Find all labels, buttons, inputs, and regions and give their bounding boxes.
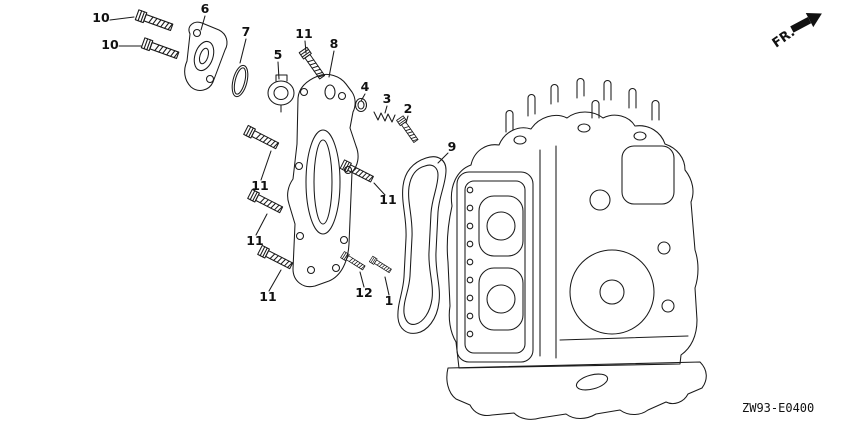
bolt-11-left-2 <box>247 188 284 215</box>
part-number-label: 2 <box>404 101 413 116</box>
part-number-label: 11 <box>251 178 268 193</box>
diagram-code: ZW93-E0400 <box>742 401 814 415</box>
thermostat-cover <box>184 21 228 91</box>
bolt-2 <box>396 115 420 144</box>
part-number-label: 6 <box>201 1 210 16</box>
part-number-labels: 10 10 6 7 5 11 8 432 9 11 11 11 11 12 1 <box>92 1 456 308</box>
part-number-label: 5 <box>274 47 283 62</box>
bolt-12 <box>340 251 367 272</box>
spring <box>373 111 396 123</box>
water-passage-cover <box>287 73 359 288</box>
bolt-11-left-3 <box>257 244 294 271</box>
part-number-label: 4 <box>361 79 370 94</box>
fr-direction-marker: FR. <box>770 13 822 51</box>
bolt-11-left-1 <box>243 124 280 151</box>
leader-lines <box>109 15 449 296</box>
engine-block <box>446 77 707 420</box>
seal-washer <box>354 97 368 113</box>
part-number-label: 9 <box>448 139 457 154</box>
flange-bolt-10-upper <box>134 9 175 33</box>
part-number-label: 11 <box>379 192 396 207</box>
part-number-label: 12 <box>355 285 372 300</box>
part-number-label: 11 <box>295 26 312 41</box>
bolt-1 <box>368 255 393 275</box>
part-number-label: 11 <box>246 233 263 248</box>
part-number-label: 8 <box>330 36 339 51</box>
o-ring <box>231 64 249 98</box>
thermostat <box>267 74 295 113</box>
fr-arrow-icon <box>790 13 822 33</box>
part-number-label: 7 <box>242 24 251 39</box>
part-number-label: 3 <box>383 91 392 106</box>
part-number-label: 11 <box>259 289 276 304</box>
part-number-label: 10 <box>101 37 119 52</box>
part-number-label: 1 <box>385 293 394 308</box>
flange-bolt-10-lower <box>140 37 181 61</box>
gasket <box>397 156 447 334</box>
part-number-label: 10 <box>92 10 110 25</box>
